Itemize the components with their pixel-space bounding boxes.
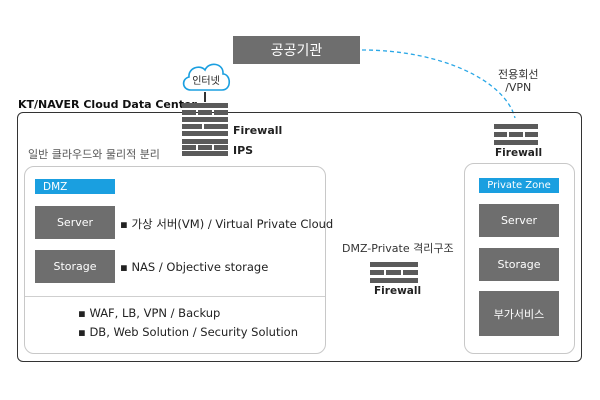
private-storage-label: Storage — [497, 258, 541, 271]
dedicated-line-label-2: /VPN — [505, 81, 532, 94]
dmz-container — [24, 166, 326, 354]
private-extra-label: 부가서비스 — [493, 307, 545, 321]
private-extra-box: 부가서비스 — [479, 291, 559, 336]
datacenter-frame — [17, 112, 582, 362]
dmz-server-desc-text: 가상 서버(VM) / Virtual Private Cloud — [131, 217, 334, 231]
mid-firewall-label: Firewall — [374, 285, 422, 297]
dmz-server-label: Server — [56, 216, 94, 229]
right-firewall-icon — [494, 124, 538, 146]
ips-icon — [182, 139, 228, 156]
dmz-bullet-1-text: WAF, LB, VPN / Backup — [89, 306, 221, 320]
public-agency-label: 공공기관 — [270, 43, 323, 59]
dmz-storage-desc: ▪ NAS / Objective storage — [120, 260, 269, 274]
dmz-server-desc: ▪ 가상 서버(VM) / Virtual Private Cloud — [120, 217, 334, 231]
general-area-label: 일반 클라우드와 물리적 분리 — [28, 148, 160, 161]
cloud-label: 인터넷 — [192, 76, 220, 87]
center-firewall-label: Firewall — [233, 124, 283, 137]
private-zone-title-text: Private Zone — [487, 180, 551, 191]
private-server-label: Server — [500, 214, 538, 227]
dmz-title: DMZ — [35, 179, 115, 194]
dmz-storage-label: Storage — [53, 260, 97, 273]
public-agency-box: 공공기관 — [233, 36, 360, 64]
dmz-storage-desc-text: NAS / Objective storage — [131, 260, 269, 274]
dmz-bullet-2: ▪ DB, Web Solution / Security Solution — [78, 325, 298, 339]
dmz-bullet-2-text: DB, Web Solution / Security Solution — [89, 325, 298, 339]
isolation-label: DMZ-Private 격리구조 — [342, 242, 454, 255]
ips-label: IPS — [233, 144, 254, 157]
cloud-icon — [182, 63, 231, 91]
dedicated-line-label: 전용회선 /VPN — [498, 68, 538, 94]
dmz-storage-box: Storage — [35, 250, 115, 283]
firewall-icon — [182, 103, 228, 137]
private-zone-title: Private Zone — [479, 178, 559, 193]
mid-firewall-icon — [370, 262, 418, 284]
private-server-box: Server — [479, 204, 559, 237]
dmz-bullet-1: ▪ WAF, LB, VPN / Backup — [78, 306, 221, 320]
datacenter-title: KT/NAVER Cloud Data Center — [18, 98, 197, 111]
dmz-title-text: DMZ — [43, 180, 68, 193]
dmz-server-box: Server — [35, 206, 115, 239]
right-firewall-label: Firewall — [495, 147, 543, 159]
private-zone-container — [464, 163, 575, 354]
private-storage-box: Storage — [479, 248, 559, 281]
dmz-divider — [25, 296, 325, 297]
dedicated-line-label-1: 전용회선 — [498, 68, 539, 81]
